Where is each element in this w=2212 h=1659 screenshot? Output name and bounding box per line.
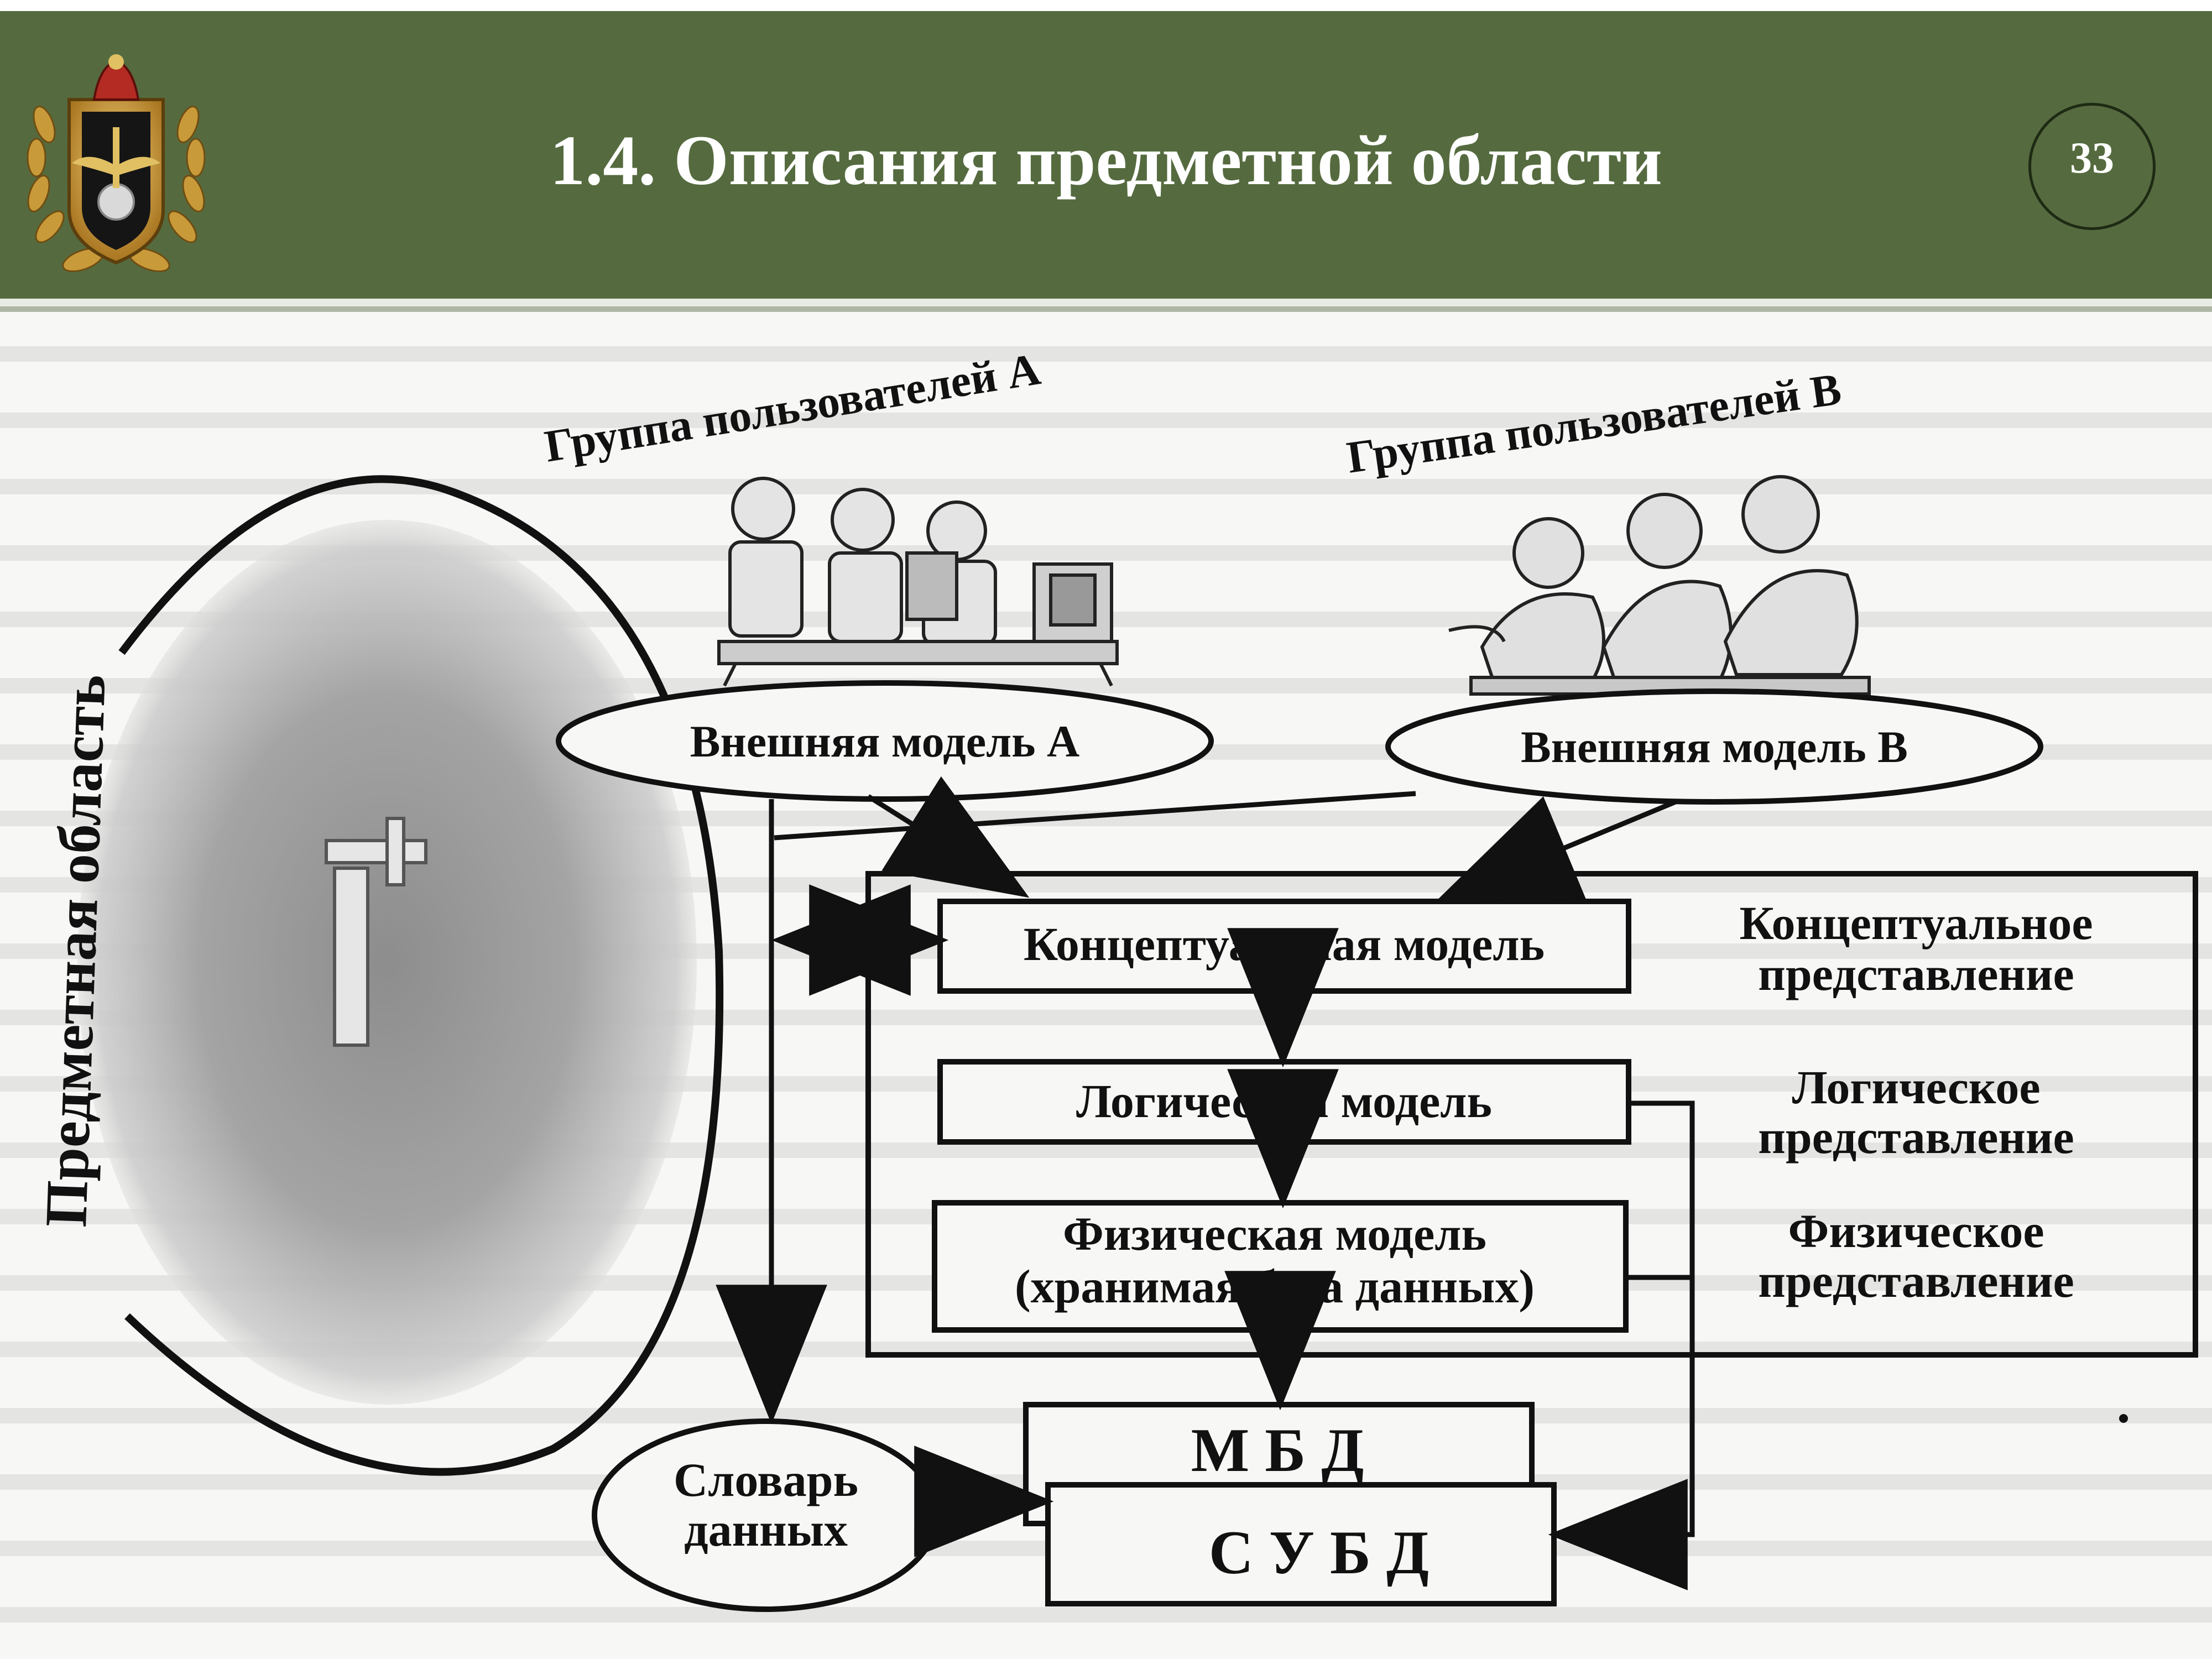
domain-boundary [118,475,724,1476]
data-dictionary-label-2: данных [684,1503,848,1556]
external-model-b-label: Внешняя модель В [1521,722,1908,772]
physical-model-label-2: (хранимая база данных) [1015,1260,1535,1313]
dbms-label: С У Б Д [1209,1519,1429,1587]
group-b-label: Группа пользователей В [1344,363,1844,483]
conceptual-view-label-1: Концептуальное [1739,896,2093,950]
conceptual-model-label: Концептуальная модель [1024,917,1545,971]
domain-blob-icon [77,520,697,1405]
arrow-ext-a-to-conceptual [867,776,1030,898]
conceptual-view-label-2: представление [1758,947,2074,1000]
page-number-badge: 33 [2028,103,2156,230]
external-model-a-label: Внешняя модель А [690,716,1079,766]
logical-view-label-2: представление [1758,1110,2074,1164]
data-dictionary-label-1: Словарь [674,1453,858,1506]
physical-model-label-1: Физическая модель [1063,1207,1486,1260]
emblem-wreath [27,106,206,273]
arrow-views-to-dbms [1548,1100,1695,1590]
users-group-b-icon [1448,475,1871,696]
arrow-ext-b-to-conceptual [1436,796,1677,901]
domain-region: Предметная область [33,475,724,1476]
header-top-line [0,0,2212,11]
users-group-a-icon [717,477,1119,687]
emblem-icon [27,54,206,273]
physical-view-label-2: представление [1758,1254,2074,1307]
external-model-b-ellipse [1385,688,2043,805]
stray-dot [2119,1414,2128,1423]
mbd-label: М Б Д [1191,1416,1364,1485]
physical-view-label-1: Физическое [1788,1204,2044,1258]
logical-model-label: Логическая модель [1076,1074,1492,1128]
group-a-label: Группа пользователей А [541,343,1044,472]
dbms-box [1045,1482,1557,1606]
connectors [716,776,1695,1590]
slide-title: 1.4. Описания предметной области [550,121,1662,200]
line-ext-b-to-trunk [774,791,1416,841]
domain-building-icon [325,817,427,1047]
slide-header: 1.4. Описания предметной области 33 [0,11,2212,306]
logical-view-label-1: Логическое [1792,1061,2040,1114]
